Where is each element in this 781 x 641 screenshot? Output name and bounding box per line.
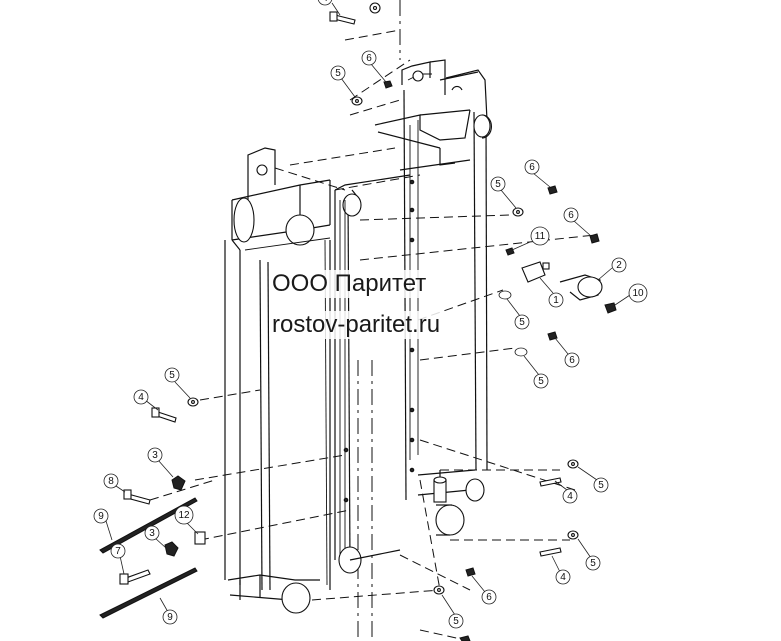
- callout-number: 5: [538, 376, 544, 387]
- callout-c4-r2: 4: [555, 569, 571, 585]
- callout-number: 5: [495, 179, 501, 190]
- callout-c9-a: 9: [93, 508, 109, 524]
- callout-number: 5: [169, 370, 175, 381]
- callout-circle: [93, 508, 109, 524]
- callout-c10: 10: [628, 283, 648, 303]
- callout-circle: [548, 292, 564, 308]
- callout-c6-r3: 6: [564, 352, 580, 368]
- callout-number: 8: [108, 476, 114, 487]
- middle-core: [334, 174, 411, 574]
- callout-circle: [593, 477, 609, 493]
- callout-number: 9: [98, 511, 104, 522]
- callout-number: 6: [366, 53, 372, 64]
- callout-circle: [317, 0, 333, 6]
- callout-circle: [585, 555, 601, 571]
- callout-c5-top: 5: [330, 65, 346, 81]
- callout-circle: [164, 367, 180, 383]
- callout-circle: [514, 314, 530, 330]
- callout-circle: [162, 609, 178, 625]
- callout-circle: [611, 257, 627, 273]
- callout-c5-r4: 5: [593, 477, 609, 493]
- callout-c3-b: 3: [144, 525, 160, 541]
- callout-circle: [628, 283, 648, 303]
- callout-circle: [144, 525, 160, 541]
- callout-circle: [133, 389, 149, 405]
- callout-number: 6: [569, 355, 575, 366]
- callout-c9-b: 9: [162, 609, 178, 625]
- callout-number: 3: [149, 528, 155, 539]
- callout-circle: [361, 50, 377, 66]
- callout-c2: 2: [611, 257, 627, 273]
- center-axis: [357, 0, 401, 641]
- callout-c6-top: 6: [361, 50, 377, 66]
- callout-number: 7: [115, 546, 121, 557]
- callout-circle: [533, 373, 549, 389]
- callout-c8: 8: [103, 473, 119, 489]
- watermark-url: rostov-paritet.ru: [272, 311, 441, 339]
- callout-c4-r1: 4: [562, 488, 578, 504]
- callout-number: 5: [598, 480, 604, 491]
- callout-c6-r1: 6: [524, 159, 540, 175]
- callout-number: 6: [529, 162, 535, 173]
- callout-number: 4: [322, 0, 328, 4]
- callout-c7: 7: [110, 543, 126, 559]
- callout-number: 5: [335, 68, 341, 79]
- callout-number: 12: [178, 510, 190, 521]
- callouts: 4 5 6 6 5 6 11 2 1 10 5 6 5 4 5 3 8 9 12 3 7 9 4 5 5 4 5 6: [93, 0, 648, 629]
- callout-number: 6: [568, 210, 574, 221]
- callout-c11: 11: [530, 226, 550, 246]
- callout-number: 4: [560, 572, 566, 583]
- callout-circle: [563, 207, 579, 223]
- rear-core: [374, 59, 492, 536]
- callout-number: 5: [519, 317, 525, 328]
- hardware: [99, 2, 617, 641]
- callout-number: 5: [590, 558, 596, 569]
- callout-circle: [103, 473, 119, 489]
- callout-circle: [555, 569, 571, 585]
- callout-number: 1: [553, 295, 559, 306]
- callout-circle: [448, 613, 464, 629]
- callout-c12: 12: [174, 505, 194, 525]
- callout-circle: [490, 176, 506, 192]
- callout-circle: [562, 488, 578, 504]
- callout-c1: 1: [548, 292, 564, 308]
- callout-number: 9: [167, 612, 173, 623]
- callout-circle: [524, 159, 540, 175]
- callout-c4-left: 4: [133, 389, 149, 405]
- callout-circle: [530, 226, 550, 246]
- callout-number: 4: [138, 392, 144, 403]
- callout-circle: [147, 447, 163, 463]
- callout-number: 6: [486, 592, 492, 603]
- callout-circle: [564, 352, 580, 368]
- callout-circle: [110, 543, 126, 559]
- callout-c5-left: 5: [164, 367, 180, 383]
- callout-number: 11: [535, 231, 546, 242]
- callout-c5-r5: 5: [585, 555, 601, 571]
- callout-number: 2: [616, 260, 622, 271]
- callout-c6-bot: 6: [481, 589, 497, 605]
- callout-number: 3: [152, 450, 158, 461]
- front-core: [224, 147, 331, 614]
- callout-number: 5: [453, 616, 459, 627]
- callout-number: 10: [632, 288, 644, 299]
- callout-c4-top: 4: [317, 0, 333, 6]
- callout-circle: [330, 65, 346, 81]
- callout-c5-r1: 5: [490, 176, 506, 192]
- callout-c6-r2: 6: [563, 207, 579, 223]
- callout-c5-r2: 5: [514, 314, 530, 330]
- watermark-company: ООО Паритет: [272, 270, 427, 298]
- callout-c3-a: 3: [147, 447, 163, 463]
- callout-c5-bot: 5: [448, 613, 464, 629]
- callout-c5-r3: 5: [533, 373, 549, 389]
- callout-number: 4: [567, 491, 573, 502]
- callout-circle: [174, 505, 194, 525]
- callout-circle: [481, 589, 497, 605]
